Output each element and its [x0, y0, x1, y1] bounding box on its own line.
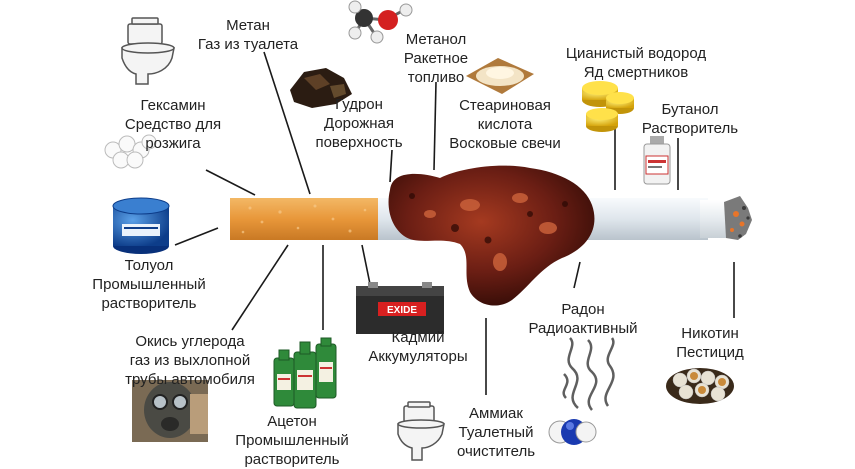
label-ammonia-name: Аммиак	[469, 405, 523, 422]
battery-icon: EXIDE	[356, 282, 444, 334]
label-acetone-use: Промышленный растворитель	[235, 432, 349, 468]
label-carbon-monoxide-name: Окись углерода	[135, 333, 245, 350]
label-nicotine-name: Никотин	[681, 325, 739, 342]
toluene-drum-icon	[112, 197, 170, 254]
label-butanol-name: Бутанол	[661, 101, 719, 118]
label-hexamine: Гексамин Средство для розжига	[102, 96, 244, 153]
label-methanol-name: Метанол	[405, 31, 467, 48]
label-hexamine-use: Средство для розжига	[124, 116, 222, 152]
label-stearic-acid-use: Восковые свечи	[449, 135, 561, 152]
gas-mask-icon	[132, 380, 208, 442]
smoke-icon	[562, 337, 615, 411]
label-radon-use: Радиоактивный	[528, 320, 638, 337]
label-hydrogen-cyanide: Цианистый водород Яд смертников	[546, 44, 726, 82]
label-acetone-name: Ацетон	[267, 413, 317, 430]
label-cadmium-use: Аккумуляторы	[368, 348, 468, 365]
label-stearic-acid: Стеариновая кислота Восковые свечи	[446, 96, 564, 153]
label-butanol: Бутанол Растворитель	[630, 100, 750, 138]
label-ammonia-use: Туалетный очиститель	[456, 424, 536, 460]
label-methanol: Метанол Ракетное топливо	[380, 30, 492, 87]
label-methane-name: Метан	[226, 17, 270, 34]
cyanide-canisters-icon	[582, 81, 634, 132]
label-nicotine-use: Пестицид	[676, 344, 744, 361]
connector-lines	[174, 51, 735, 395]
tar-icon	[290, 68, 352, 108]
label-toluene: Толуол Промышленный растворитель	[86, 256, 212, 313]
toilet-icon	[397, 401, 445, 461]
hexamine-tablets-icon	[104, 134, 157, 169]
label-cadmium: Кадмий Аккумуляторы	[356, 328, 480, 366]
label-hexamine-name: Гексамин	[140, 97, 206, 114]
label-tar-use: Дорожная поверхность	[315, 115, 403, 151]
label-radon: Радон Радиоактивный	[520, 300, 646, 338]
label-toluene-use: Промышленный растворитель	[92, 276, 206, 312]
label-tar-name: Гудрон	[335, 96, 383, 113]
label-stearic-acid-name: Стеариновая кислота	[459, 97, 551, 133]
ammonia-molecule-icon	[548, 419, 597, 445]
label-tar: Гудрон Дорожная поверхность	[300, 95, 418, 152]
cigarette-filter	[230, 198, 380, 240]
label-carbon-monoxide-use: газ из выхлопной трубы автомобиля	[125, 352, 255, 388]
toilet-icon	[121, 17, 175, 85]
lung-image	[388, 165, 595, 306]
label-methane-use: Газ из туалета	[197, 36, 299, 53]
label-methanol-use: Ракетное топливо	[403, 50, 469, 86]
methanol-molecule-icon	[348, 0, 413, 44]
label-ammonia: Аммиак Туалетный очиститель	[446, 404, 546, 461]
label-hydrogen-cyanide-use: Яд смертников	[583, 64, 689, 81]
label-cadmium-name: Кадмий	[391, 329, 445, 346]
battery-brand-text: EXIDE	[387, 305, 417, 316]
stearic-acid-powder-icon	[466, 58, 534, 94]
label-nicotine: Никотин Пестицид	[660, 324, 760, 362]
acetone-bottles-icon	[273, 337, 337, 409]
label-acetone: Ацетон Промышленный растворитель	[226, 412, 358, 469]
label-toluene-name: Толуол	[124, 257, 174, 274]
label-carbon-monoxide: Окись углерода газ из выхлопной трубы ав…	[110, 332, 270, 389]
label-methane: Метан Газ из туалета	[178, 16, 318, 54]
butanol-bottle-icon	[643, 136, 671, 185]
label-radon-name: Радон	[561, 301, 605, 318]
cigarettes-bundle-icon	[666, 368, 734, 404]
label-butanol-use: Растворитель	[641, 120, 739, 137]
label-hydrogen-cyanide-name: Цианистый водород	[565, 45, 707, 62]
